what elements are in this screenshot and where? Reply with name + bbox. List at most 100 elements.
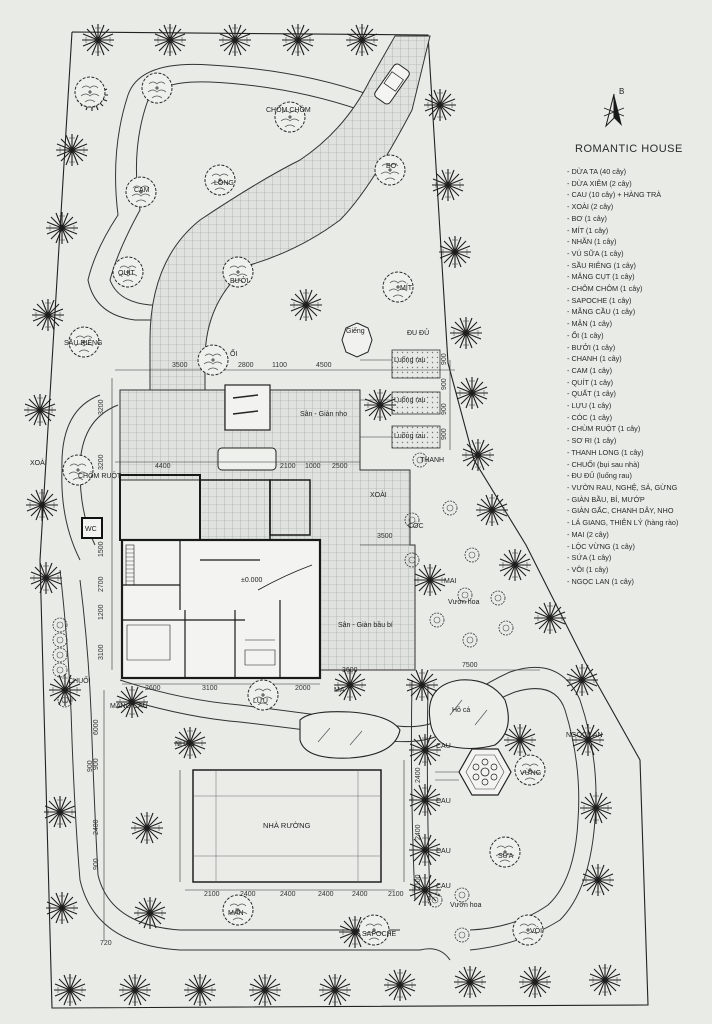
legend-item: GIÀN GẤC, CHANH DÂY, NHO	[567, 505, 707, 517]
vegetable-plot-1	[391, 349, 441, 379]
dim-nr-4: 2400	[318, 891, 334, 898]
dim-right-1: 900	[441, 353, 448, 365]
dim-top-4: 4500	[316, 362, 332, 369]
car	[374, 63, 410, 105]
dim-nr-2: 2400	[240, 891, 256, 898]
dim-nrl-1: 900	[93, 758, 100, 770]
legend-item: BƯỞI (1 cây)	[567, 342, 707, 354]
dim-right-4: 900	[441, 428, 448, 440]
legend-item: MÃNG CẦU (1 cây)	[567, 306, 707, 318]
label-sapoche: SAPOCHE	[362, 931, 397, 938]
nha-ruong-building	[192, 769, 382, 883]
label-man: MẬN	[228, 908, 244, 917]
garage-box	[224, 384, 271, 431]
label-vuon-hoa-1: Vườn hoa	[448, 599, 480, 606]
legend-item: SAPOCHE (1 cây)	[567, 295, 707, 307]
legend-item: DỪA XIÊM (2 cây)	[567, 178, 707, 190]
legend-item: CAM (1 cây)	[567, 365, 707, 377]
legend-item: MAI (2 cây)	[567, 529, 707, 541]
dim-left-4: 2700	[98, 576, 105, 592]
legend-item: VÔI (1 cây)	[567, 564, 707, 576]
label-sau-rieng: SẦU RIÊNG	[64, 337, 103, 347]
dim-misc-1: 3500	[377, 533, 393, 540]
label-cau-4: CAU	[436, 883, 451, 890]
label-vung: VỪNG	[520, 768, 541, 777]
label-luong-rau-3: Luống rau	[394, 431, 426, 440]
label-cau-2: CAU	[436, 798, 451, 805]
label-luong-rau-2: Luống rau	[394, 395, 426, 404]
label-san-gian-bau-bi: Sân - Giàn bầu bí	[338, 620, 393, 629]
label-mit: MÍT	[400, 283, 413, 292]
label-thanh-long: THANH	[420, 457, 444, 464]
label-xoai-right: XOÀI	[370, 490, 387, 499]
dim-nrl-2: 2400	[93, 819, 100, 835]
legend-item: NHÃN (1 cây)	[567, 236, 707, 248]
legend-panel: ROMANTIC HOUSE DỪA TA (40 cây) DỪA XIÊM …	[567, 143, 707, 587]
dim-nrl-3: 900	[93, 858, 100, 870]
legend-item: SỨA (1 cây)	[567, 552, 707, 564]
dim-house-4: 2500	[332, 463, 348, 470]
label-nhan: NHÃN	[175, 739, 195, 748]
main-house	[119, 474, 322, 680]
legend-item: GIÀN BẦU, BÍ, MƯỚP	[567, 494, 707, 506]
label-wc: WC	[85, 526, 97, 533]
dim-misc-8: 2400	[415, 824, 422, 840]
legend-item: VÚ SỮA (1 cây)	[567, 248, 707, 260]
dim-left-1: 3200	[98, 399, 105, 415]
dim-misc-9: 2100	[415, 874, 422, 890]
dim-misc-5: 6000	[93, 719, 100, 735]
dim-right-2: 900	[441, 378, 448, 390]
legend-item: CHANH (1 cây)	[567, 353, 707, 365]
dim-right-3: 900	[441, 403, 448, 415]
legend-item: BƠ (1 cây)	[567, 213, 707, 225]
property-boundary	[39, 31, 649, 1009]
dim-nr-3: 2400	[280, 891, 296, 898]
dim-hb-1: 2600	[145, 685, 161, 692]
legend-title: ROMANTIC HOUSE	[575, 143, 683, 155]
parked-car	[217, 447, 277, 471]
label-oi: ỔI	[230, 349, 237, 358]
dim-left-3: 1500	[98, 541, 105, 557]
wc-box	[81, 517, 103, 539]
label-mai: MAI	[444, 578, 457, 585]
legend-item: VƯỜN RAU, NGHỆ, SẢ, GỪNG	[567, 482, 707, 494]
label-cau-3: CAU	[436, 848, 451, 855]
dim-house-1: 4400	[155, 463, 171, 470]
legend-item: THANH LONG (1 cây)	[567, 447, 707, 459]
legend-item: QUẤT (1 cây)	[567, 388, 707, 400]
label-mang-cau: MÃNG CẦU	[110, 700, 148, 710]
label-bo: BƠ	[386, 163, 397, 170]
dim-left-2: 3200	[98, 454, 105, 470]
legend-item: XOÀI (2 cây)	[567, 201, 707, 213]
legend-item: LÁ GIANG, THIÊN LÝ (hàng rào)	[567, 517, 707, 529]
label-du-du: ĐU ĐỦ	[407, 328, 429, 337]
dim-hb-2: 3100	[202, 685, 218, 692]
dim-hb-4: 2000	[295, 685, 311, 692]
label-ho-ca: Hồ cá	[452, 705, 470, 714]
legend-item: ỔI (1 cây)	[567, 330, 707, 342]
legend-item: DỪA TA (40 cây)	[567, 166, 707, 178]
label-chom-ruot: CHÔM RUỘT	[78, 471, 122, 480]
label-cam: CAM	[134, 187, 150, 194]
label-chuoi: CHUỐI	[68, 675, 91, 685]
garden-path	[59, 63, 597, 961]
label-gieng: Giếng	[346, 326, 365, 335]
legend-item: CHÔM CHÔM (1 cây)	[567, 283, 707, 295]
label-luu: LỰU	[253, 698, 268, 705]
dim-misc-7: 720	[100, 940, 112, 947]
legend-item: CAU (10 cây) + HÀNG TRÀ	[567, 189, 707, 201]
legend-item: SẦU RIÊNG (1 cây)	[567, 260, 707, 272]
legend-item: NGỌC LAN (1 cây)	[567, 576, 707, 588]
label-sua: SỨA	[498, 851, 514, 860]
dim-nr-5: 2400	[352, 891, 368, 898]
label-luong-rau-1: Luống rau	[394, 355, 426, 364]
dim-misc-6: 900	[87, 760, 94, 772]
legend-item: CHUỐI (bụi sau nhà)	[567, 459, 707, 471]
label-quit: QUÍT	[118, 268, 135, 277]
label-chom-chom: CHÔM CHÔM	[266, 105, 311, 114]
label-buoi: BƯỞI	[230, 276, 249, 285]
legend-item: LỘC VỪNG (1 cây)	[567, 541, 707, 553]
label-long: LONG	[214, 180, 234, 187]
legend-item: QUÍT (1 cây)	[567, 377, 707, 389]
